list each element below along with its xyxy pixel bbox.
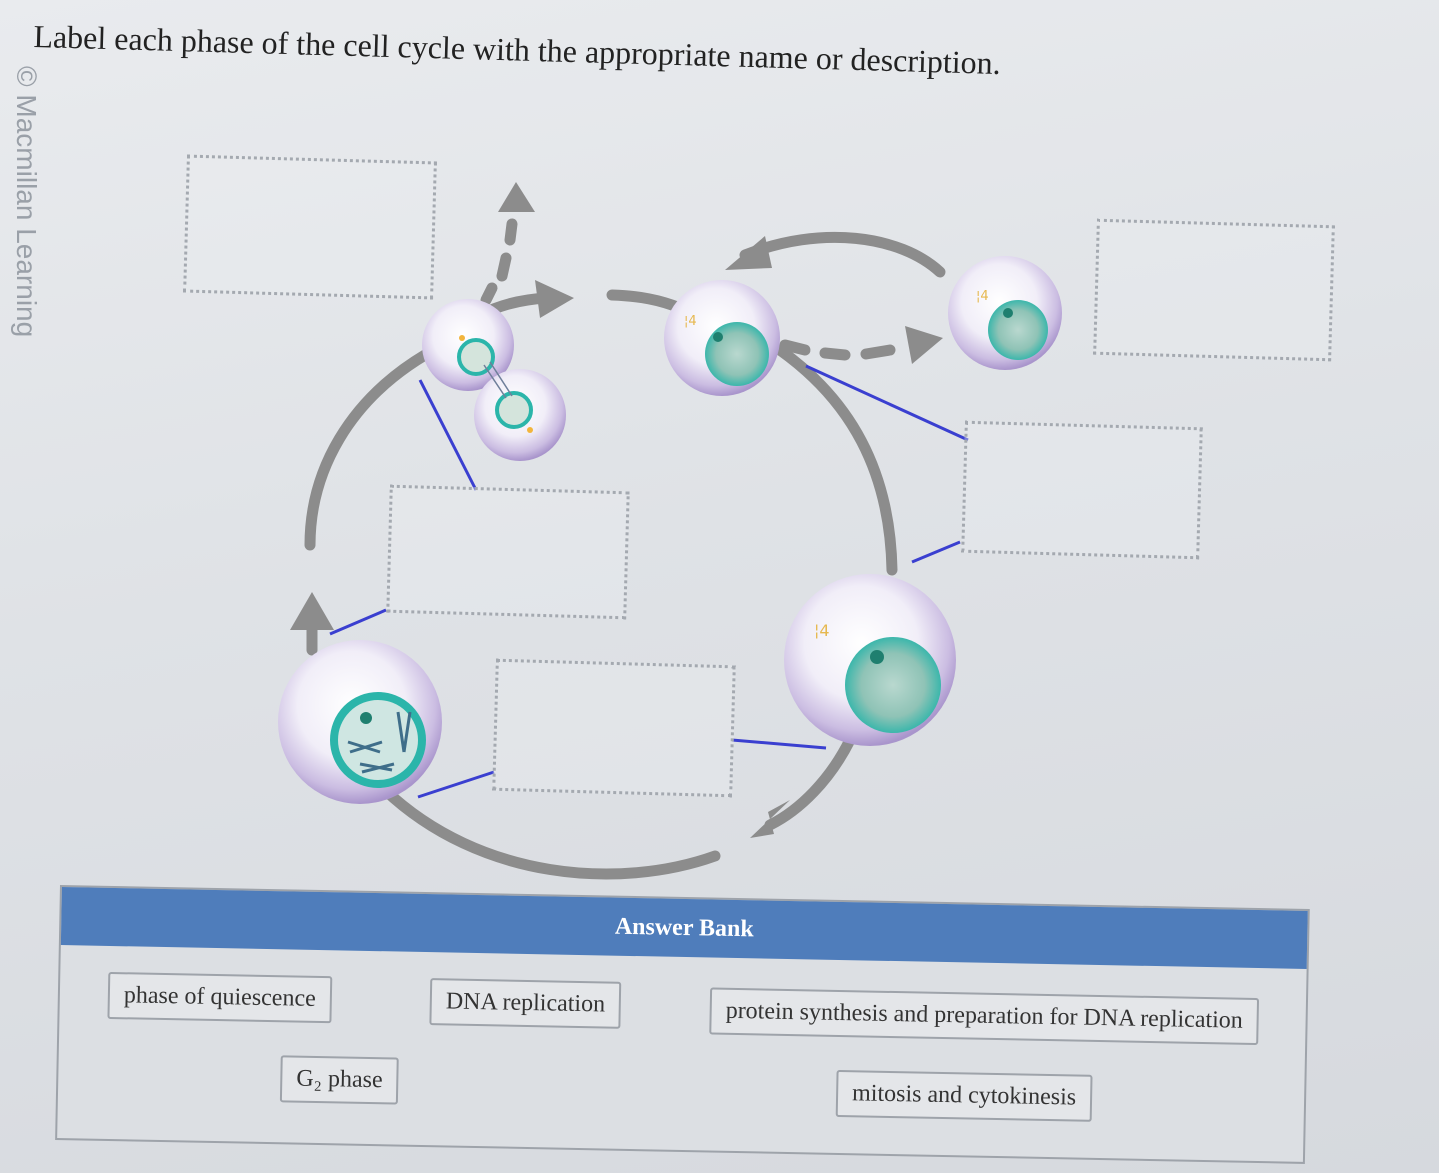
cell-g0-icon: ¦4 <box>948 256 1062 370</box>
cycle-arrows <box>304 231 946 880</box>
cell-cycle-diagram: ¦4 ¦4 ¦4 <box>278 182 1062 880</box>
drop-zone-5[interactable] <box>492 658 736 798</box>
cell-g2-icon: ¦4 <box>784 574 956 746</box>
answer-bank-header: Answer Bank <box>60 887 1308 969</box>
dashed-exit-arrows <box>480 218 896 361</box>
answer-chip-g2-phase[interactable]: G₂ phase <box>279 1055 400 1105</box>
svg-text:¦4: ¦4 <box>814 621 830 640</box>
answer-chip-protein-synthesis[interactable]: protein synthesis and preparation for DN… <box>709 987 1260 1046</box>
drop-zone-3[interactable] <box>961 420 1203 560</box>
cell-mitosis-icon <box>278 640 442 804</box>
answer-chip-dna-replication[interactable]: DNA replication <box>429 978 622 1029</box>
answer-chip-phase-of-quiescence[interactable]: phase of quiescence <box>107 971 333 1024</box>
cell-g1-icon: ¦4 <box>664 280 780 396</box>
answer-chip-mitosis-and-cytokinesis[interactable]: mitosis and cytokinesis <box>835 1069 1093 1122</box>
leader-lines <box>329 364 969 799</box>
svg-text:¦4: ¦4 <box>976 289 989 304</box>
cell-division-icon <box>422 299 566 461</box>
arrow-heads <box>290 182 943 838</box>
drop-zone-4[interactable] <box>386 484 630 620</box>
drop-zone-1[interactable] <box>183 154 437 300</box>
answer-bank: Answer Bank phase of quiescence DNA repl… <box>55 885 1310 1164</box>
drop-zone-2[interactable] <box>1093 218 1335 362</box>
svg-text:¦4: ¦4 <box>684 314 697 329</box>
